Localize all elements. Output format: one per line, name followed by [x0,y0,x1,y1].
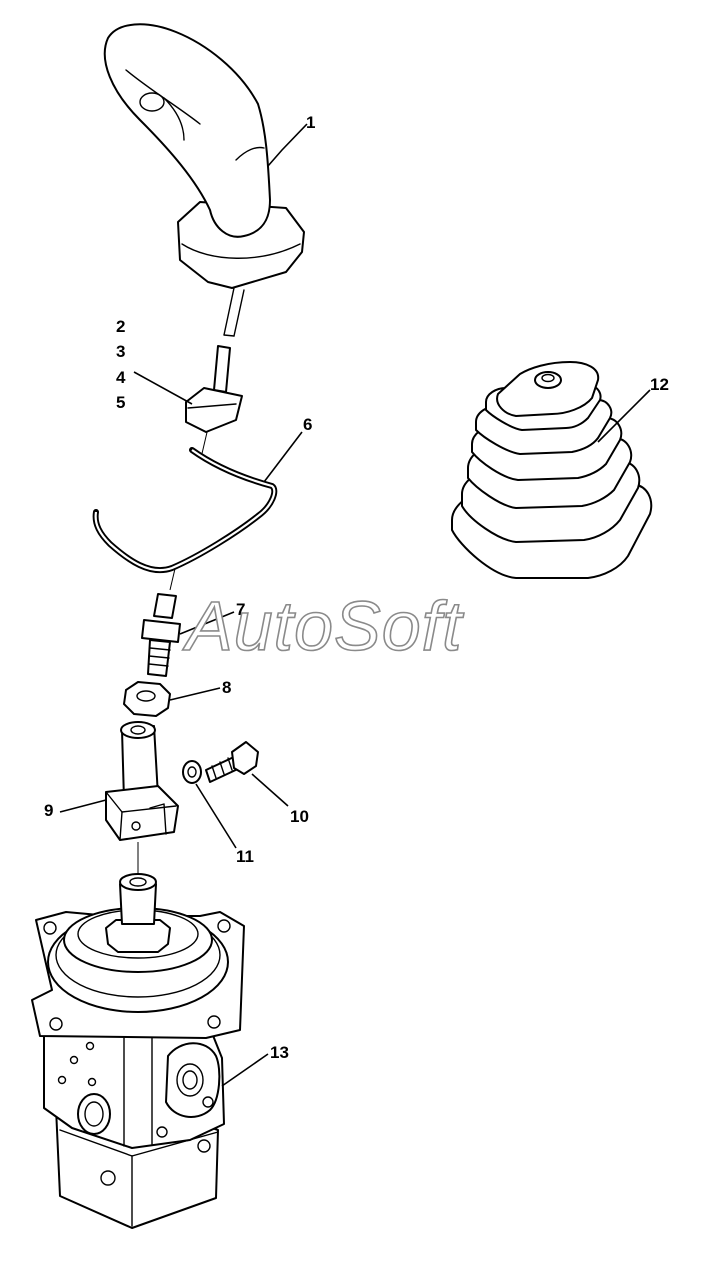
callout-12: 12 [650,375,669,394]
part-lever-block [105,721,179,841]
part-wire-clip [92,447,278,574]
callout-6: 6 [303,415,312,434]
callout-2: 2 [116,317,125,336]
leader-2-5 [133,371,193,405]
leader-1 [267,123,308,167]
part-pivot-pin [141,593,181,677]
leader-8 [169,687,221,701]
leader-13 [221,1053,269,1087]
callout-5: 5 [116,393,125,412]
leader-10 [251,773,289,807]
callout-labels: 1 2 3 4 5 6 7 8 9 10 11 12 13 [44,113,669,1062]
leader-9 [59,799,107,813]
callout-9: 9 [44,801,53,820]
callout-11: 11 [236,847,254,866]
part-connector [185,345,243,433]
callout-4: 4 [116,368,126,387]
callout-10: 10 [290,807,309,826]
part-handle [103,23,305,337]
part-bolt [205,741,259,783]
part-washer [182,760,202,784]
callout-8: 8 [222,678,231,697]
callout-3: 3 [116,342,125,361]
leader-12 [597,389,651,443]
part-boot [451,361,653,579]
leader-11 [195,783,237,849]
watermark-text: AutoSoft [182,587,464,665]
callout-7: 7 [236,600,245,619]
leader-lines [59,123,651,1087]
leader-7 [179,611,235,635]
part-nut [123,681,171,717]
part-valve-body [31,873,245,1229]
callout-1: 1 [306,113,315,132]
leader-6 [263,431,303,483]
callout-13: 13 [270,1043,289,1062]
